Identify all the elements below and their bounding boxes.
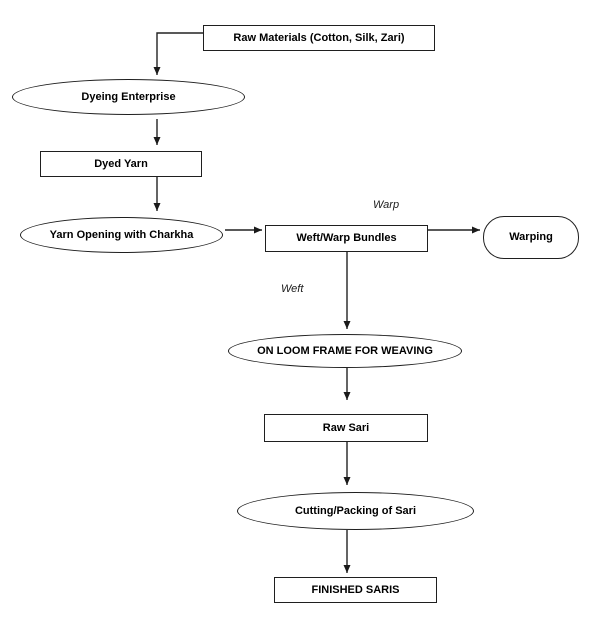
node-raw-sari: Raw Sari <box>264 414 428 442</box>
node-raw-materials: Raw Materials (Cotton, Silk, Zari) <box>203 25 435 51</box>
node-warping: Warping <box>483 216 579 259</box>
edge-label-warp: Warp <box>373 199 400 211</box>
node-finished-saris: FINISHED SARIS <box>274 577 437 603</box>
node-yarn-opening: Yarn Opening with Charkha <box>20 217 223 253</box>
node-dyed-yarn: Dyed Yarn <box>40 151 202 177</box>
node-weft-warp-bundles: Weft/Warp Bundles <box>265 225 428 252</box>
edge-raw-materials-to-dyeing-enterprise <box>153 32 203 75</box>
edge-label-weft: Weft <box>281 283 304 295</box>
node-dyeing-enterprise: Dyeing Enterprise <box>12 79 245 115</box>
node-cutting-packing: Cutting/Packing of Sari <box>237 492 474 530</box>
node-on-loom: ON LOOM FRAME FOR WEAVING <box>228 334 462 368</box>
